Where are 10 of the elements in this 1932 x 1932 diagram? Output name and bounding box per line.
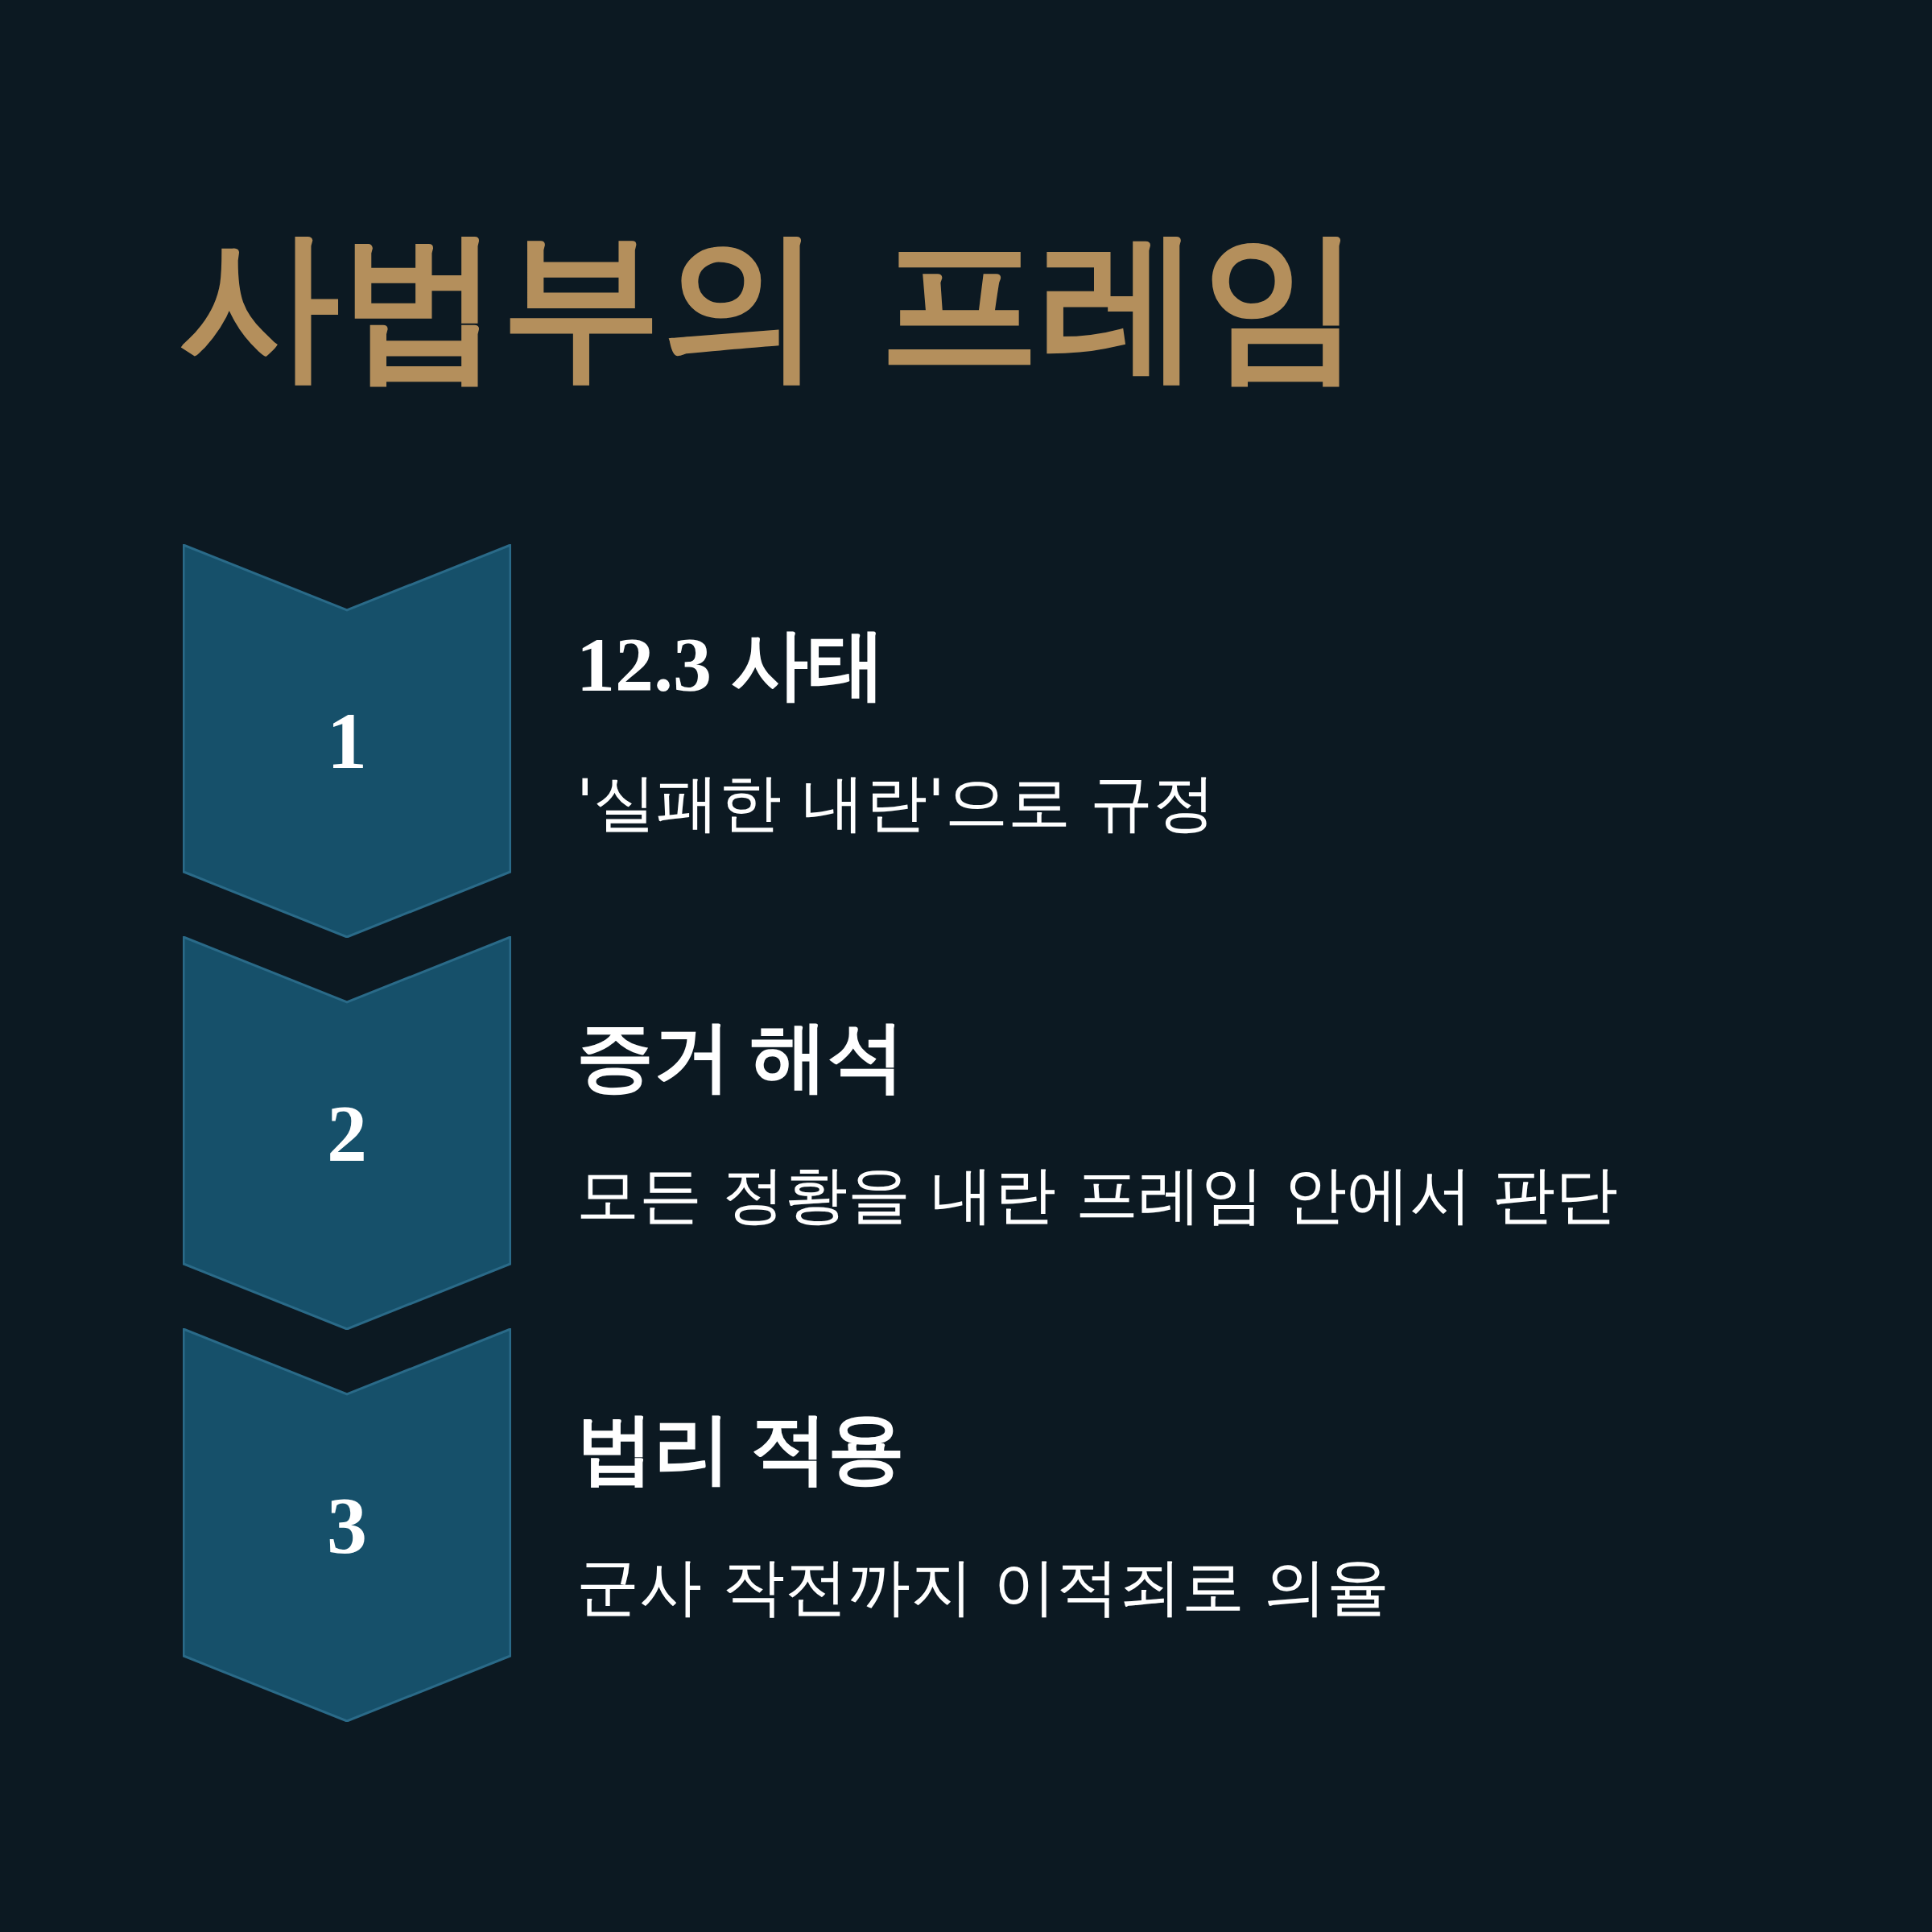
step-description: '실패한 내란'으로 규정	[576, 766, 1216, 840]
step-heading: 증거 해석	[576, 1013, 905, 1101]
title: 사법부의 프레임	[179, 209, 1362, 399]
step-number: 1	[327, 701, 367, 782]
step-description: 군사 작전까지 이적죄로 의율	[576, 1550, 1390, 1624]
step-number: 3	[327, 1485, 367, 1566]
step-number: 2	[327, 1093, 367, 1174]
step-heading: 법리 적용	[576, 1405, 905, 1493]
step-heading: 12.3 사태	[576, 621, 886, 709]
step-description: 모든 정황을 내란 프레임 안에서 판단	[576, 1158, 1618, 1232]
